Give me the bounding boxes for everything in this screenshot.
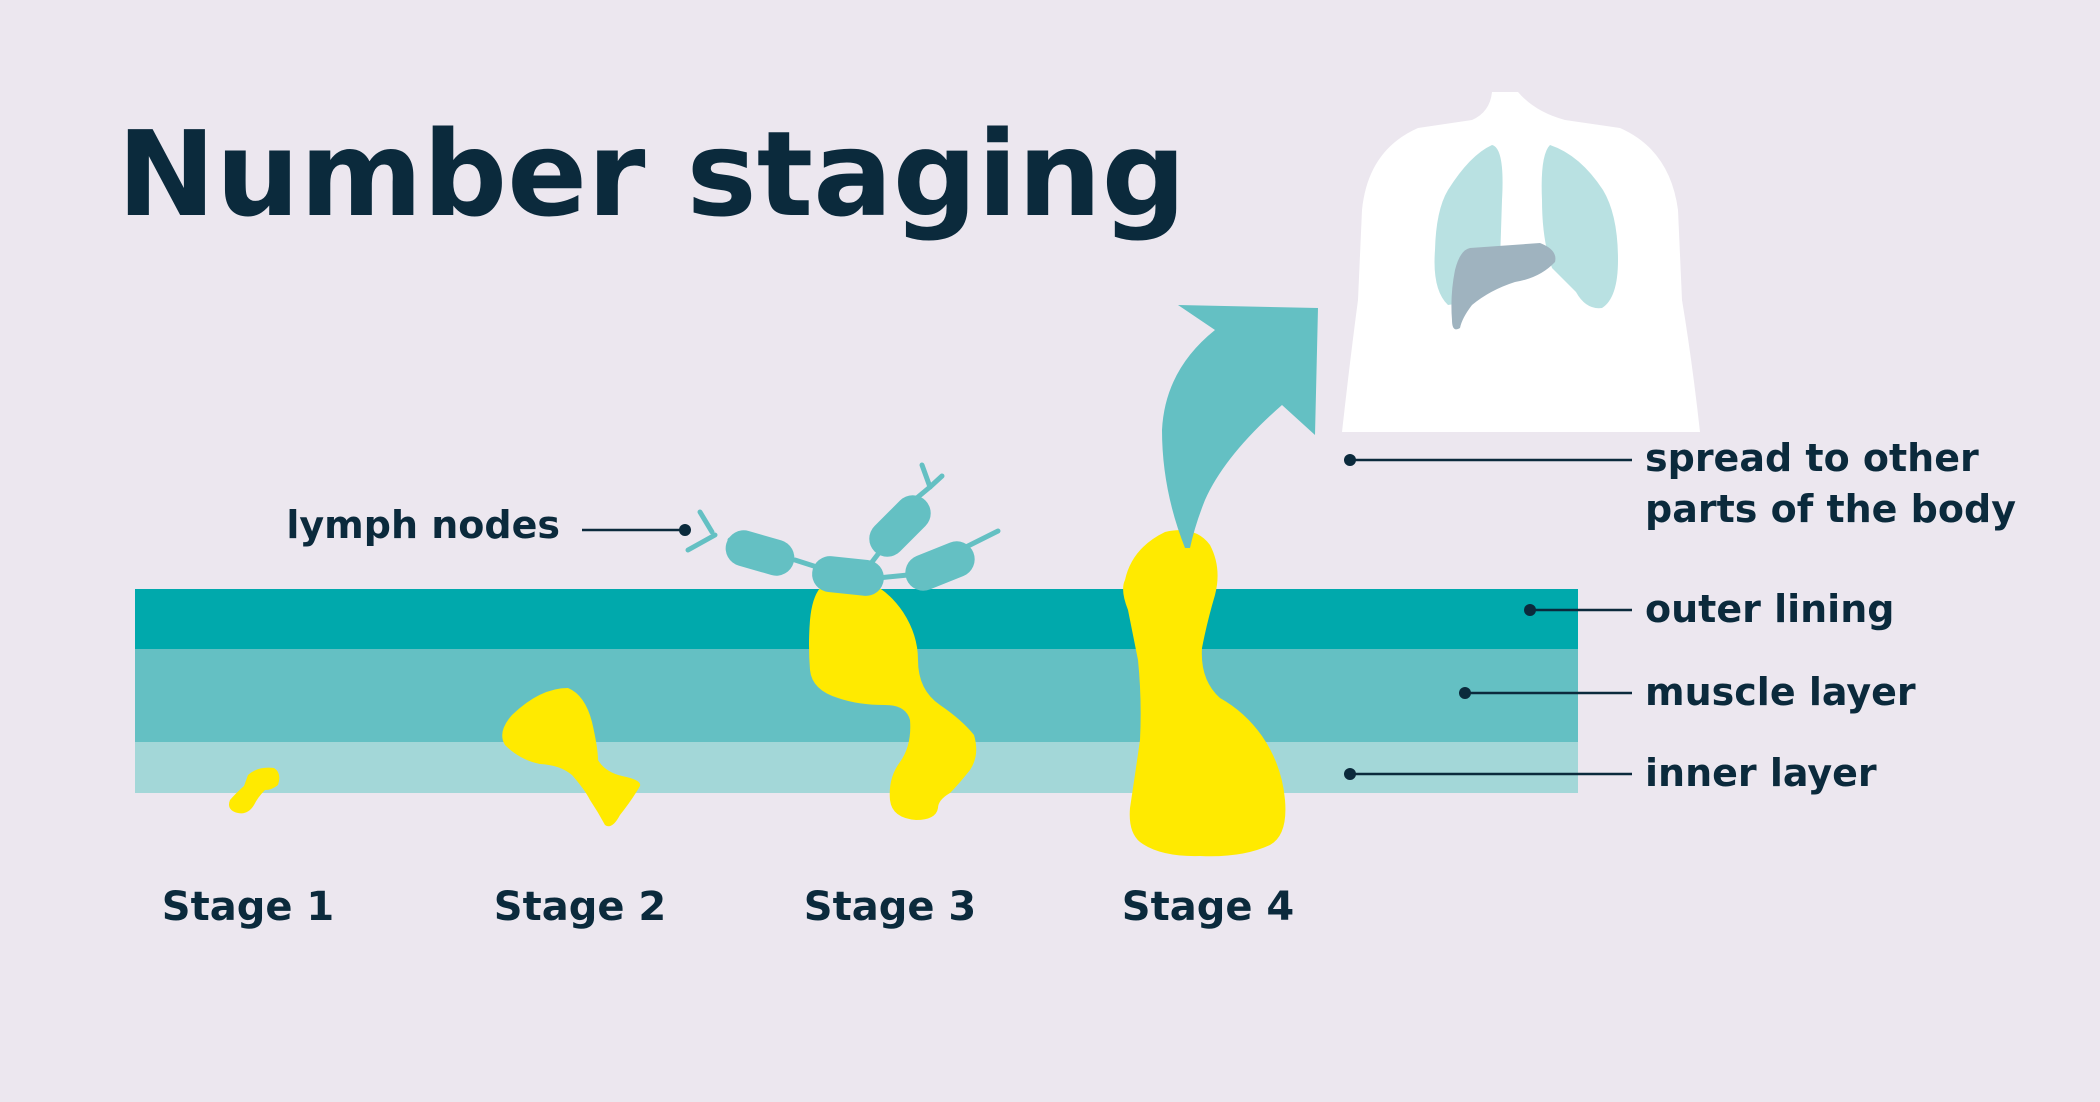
lymph-vessel (685, 532, 718, 553)
body-silhouette (1342, 92, 1700, 432)
page-title: Number staging (117, 105, 1186, 243)
stage-2-label: Stage 2 (494, 884, 666, 930)
label-spread-line2: parts of the body (1645, 487, 2016, 531)
liver (1451, 243, 1556, 330)
stage-1-label: Stage 1 (162, 884, 334, 930)
leader-dot-spread (1344, 454, 1356, 466)
lymph-node (725, 530, 795, 576)
leader-dot-muscle (1459, 687, 1471, 699)
label-muscle-layer: muscle layer (1645, 670, 1916, 714)
lymph-vessel (697, 509, 715, 535)
label-spread-line1: spread to other (1645, 436, 1979, 480)
leader-dot-lymph (679, 524, 691, 536)
leader-dot-outer (1524, 604, 1536, 616)
stage-4-label: Stage 4 (1122, 884, 1294, 930)
spread-arrow (1162, 305, 1318, 548)
right-lung (1541, 145, 1618, 309)
inner-layer-band (135, 740, 1578, 793)
label-outer-lining: outer lining (1645, 587, 1894, 631)
lymph-node (812, 556, 884, 596)
lymph-node (905, 541, 975, 591)
lymph-node-nodes (725, 495, 975, 596)
lymph-vessel (919, 462, 933, 490)
label-lymph-nodes: lymph nodes (286, 503, 560, 547)
stage-3-label: Stage 3 (804, 884, 976, 930)
tumours (229, 530, 1286, 857)
leader-lines (582, 454, 1632, 780)
stage-4-tumour (1123, 530, 1286, 857)
lymph-vessel (927, 473, 945, 490)
label-inner-layer: inner layer (1645, 751, 1877, 795)
lymph-node (869, 495, 931, 557)
stage-2-tumour (502, 688, 641, 827)
leader-dot-inner (1344, 768, 1356, 780)
stage-3-tumour (809, 580, 977, 820)
stage-1-tumour (229, 767, 280, 814)
